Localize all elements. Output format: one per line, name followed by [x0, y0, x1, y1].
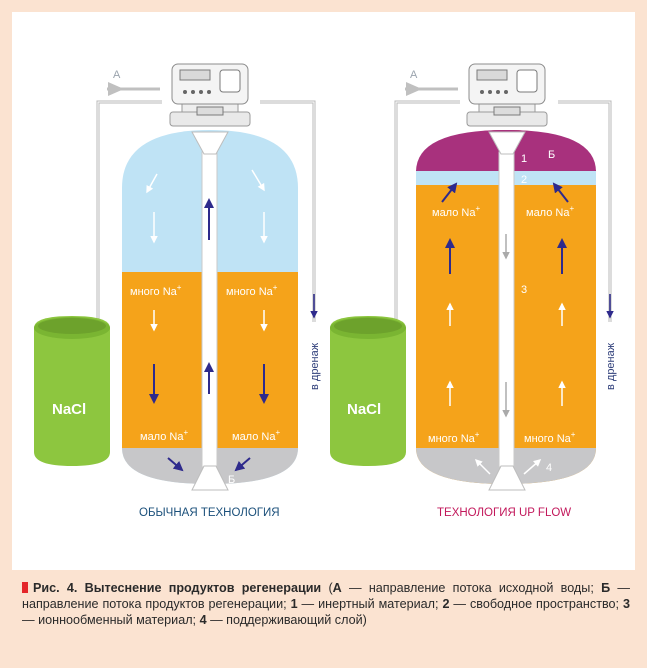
title-upflow: ТЕХНОЛОГИЯ UP FLOW — [437, 507, 571, 519]
label-right-upper: много Na+ — [226, 283, 278, 298]
brine-tank-label: NaCl — [347, 401, 381, 418]
flow-arrow — [234, 457, 251, 472]
layer-label-3: 3 — [521, 284, 527, 296]
caption-marker — [22, 582, 28, 593]
brine-tank-label: NaCl — [52, 401, 86, 418]
layer-label-1: 1 — [521, 153, 527, 165]
drain-label: в дренаж — [309, 342, 321, 390]
flow-label-a: А — [410, 69, 418, 81]
drain-label: в дренаж — [605, 342, 617, 390]
label-left-lower: много Na+ — [428, 430, 480, 445]
bottom-distributor — [488, 465, 526, 491]
flow-label-b: Б — [228, 474, 235, 486]
layer-label-4: 4 — [546, 462, 552, 474]
flow-arrow — [474, 458, 491, 475]
label-right-lower: много Na+ — [524, 430, 576, 445]
center-riser — [498, 151, 515, 468]
flow-label-b: Б — [548, 149, 555, 161]
label-left-upper: мало Na+ — [432, 204, 480, 219]
flow-arrow — [146, 173, 158, 194]
center-riser — [201, 151, 218, 468]
regeneration-diagram: А в дренаж — [34, 63, 617, 519]
brine-tank — [34, 316, 110, 466]
figure-panel: А в дренаж — [12, 12, 635, 570]
brine-tank — [330, 316, 406, 466]
label-right-upper: мало Na+ — [526, 204, 574, 219]
conventional-system: А в дренаж — [34, 63, 321, 519]
label-left-upper: много Na+ — [130, 283, 182, 298]
bottom-distributor — [191, 465, 229, 491]
flow-arrow — [441, 182, 458, 203]
label-right-lower: мало Na+ — [232, 428, 280, 443]
upflow-system: А в дренаж — [330, 63, 617, 519]
top-distributor — [488, 131, 526, 155]
control-valve-head — [466, 63, 548, 127]
title-conventional: ОБЫЧНАЯ ТЕХНОЛОГИЯ — [139, 507, 280, 519]
flow-label-a: А — [113, 69, 121, 81]
flow-arrow — [552, 182, 569, 203]
flow-arrow — [523, 459, 542, 475]
flow-arrow — [167, 457, 184, 472]
layer-label-2: 2 — [521, 174, 527, 186]
label-left-lower: мало Na+ — [140, 428, 188, 443]
inlet-arrow — [406, 82, 422, 96]
flow-arrow — [251, 169, 265, 192]
caption-title: Рис. 4. Вытеснение продуктов регенерации — [33, 581, 322, 595]
figure-caption: Рис. 4. Вытеснение продуктов регенерации… — [22, 581, 631, 627]
top-distributor — [191, 131, 229, 155]
inlet-arrow — [108, 82, 124, 96]
control-valve-head — [169, 63, 251, 127]
